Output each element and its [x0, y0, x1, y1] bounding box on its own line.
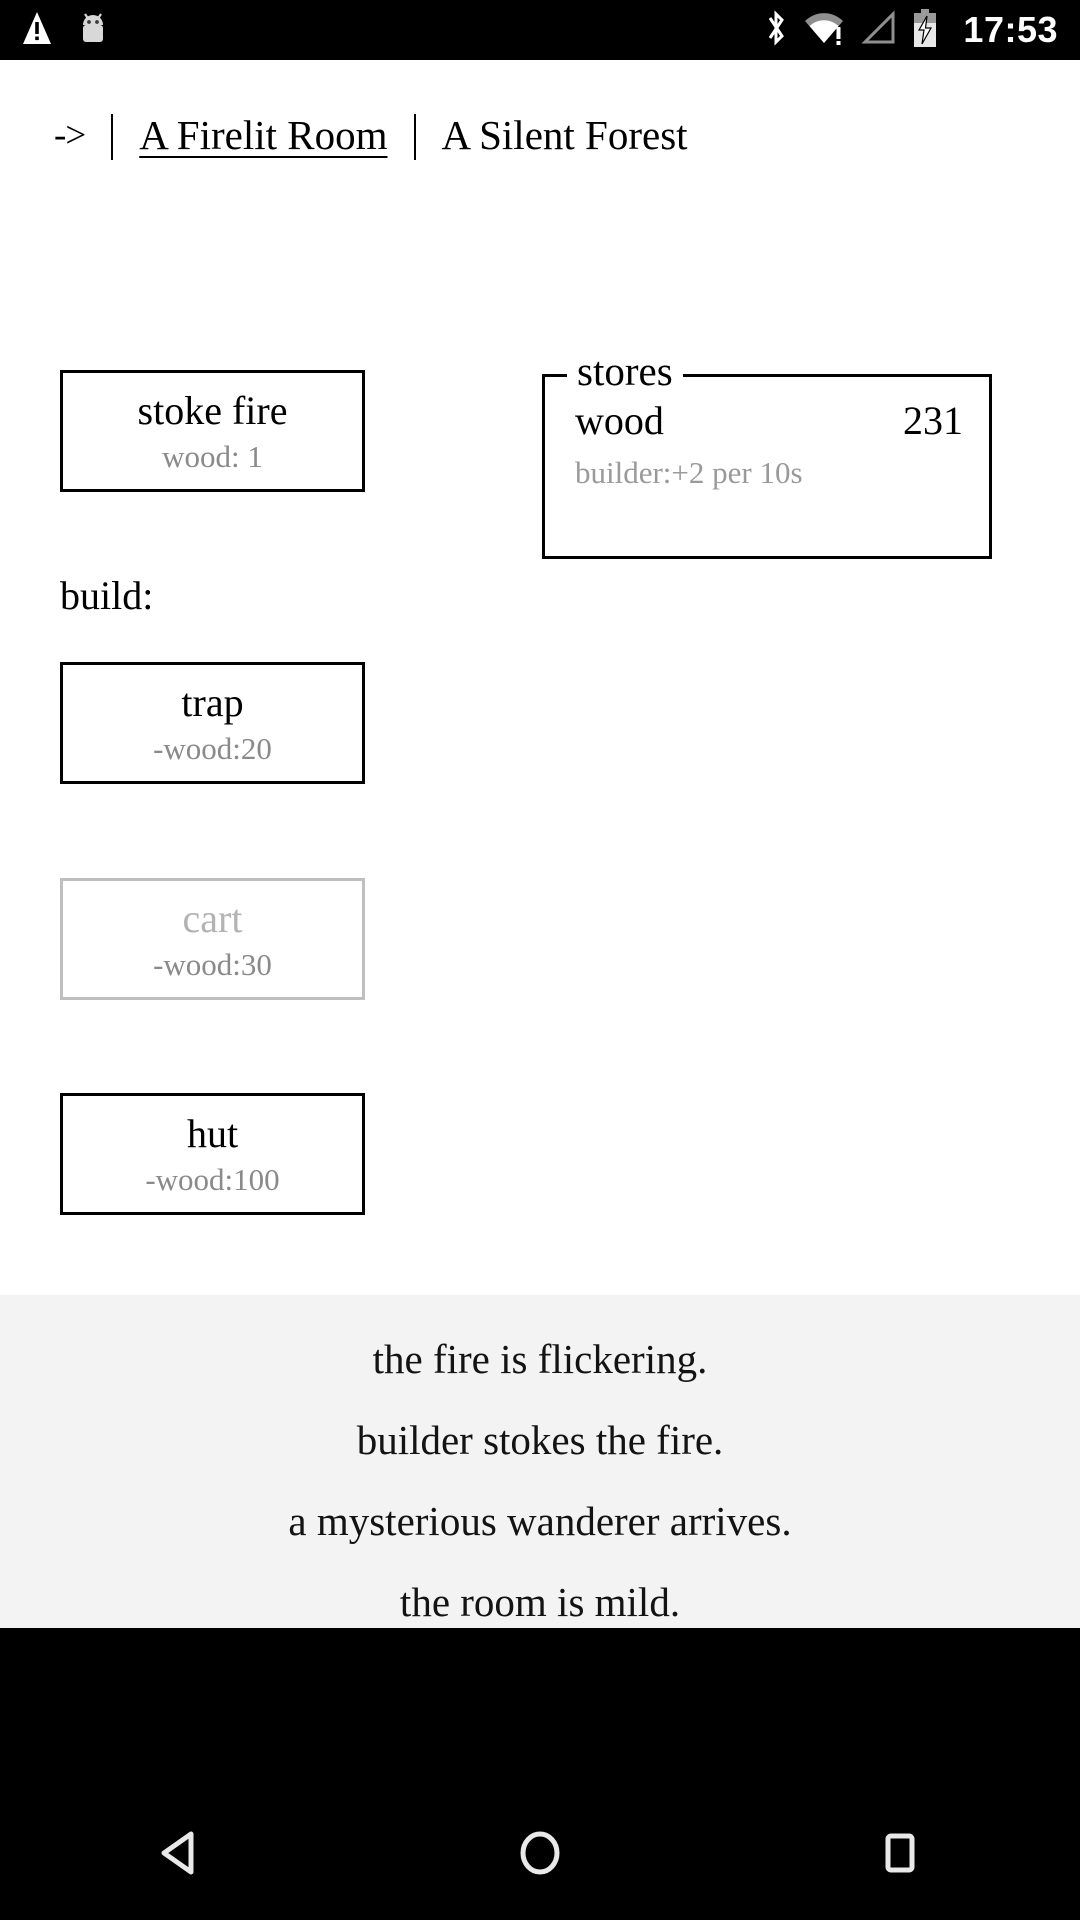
log-line: builder stokes the fire.	[356, 1417, 724, 1463]
build-hut-label: hut	[186, 1111, 239, 1156]
tab-a-firelit-room[interactable]: A Firelit Room	[139, 112, 388, 158]
build-trap-cost: -wood:20	[153, 731, 272, 766]
log-line: the room is mild.	[399, 1579, 681, 1625]
build-cart-label: cart	[182, 896, 243, 941]
back-arrow-indicator: ->	[54, 114, 86, 156]
tab-divider-2	[413, 114, 416, 160]
tab-a-silent-forest[interactable]: A Silent Forest	[441, 112, 688, 158]
tab-divider-1	[111, 114, 114, 160]
status-bar: 17:53	[0, 0, 1080, 60]
build-trap-label: trap	[181, 680, 244, 725]
stores-panel: stores wood 231 builder:+2 per 10s	[542, 346, 992, 559]
recents-button[interactable]	[790, 1790, 1010, 1920]
stores-wood-tooltip: builder:+2 per 10s	[575, 455, 803, 490]
stores-wood-label: wood	[575, 398, 664, 443]
stores-row-wood: wood 231	[575, 397, 963, 444]
log-line: the fire is flickering.	[372, 1336, 708, 1382]
build-cart-cost: -wood:30	[153, 947, 272, 982]
stoke-fire-label: stoke fire	[137, 388, 288, 433]
home-button[interactable]	[430, 1790, 650, 1920]
build-hut-button[interactable]: hut -wood:100	[60, 1093, 365, 1215]
stores-legend: stores	[567, 346, 683, 396]
status-bar-clock: 17:53	[963, 9, 1058, 50]
warning-triangle-icon	[22, 11, 52, 50]
build-trap-button[interactable]: trap -wood:20	[60, 662, 365, 784]
stoke-fire-cost: wood: 1	[162, 439, 263, 474]
back-button[interactable]	[70, 1790, 290, 1920]
status-bar-right-icons: 17:53	[763, 7, 1080, 54]
system-navigation-bar	[0, 1790, 1080, 1920]
build-cart-button[interactable]: cart -wood:30	[60, 878, 365, 1000]
room-panel: stoke fire wood: 1 build: trap -wood:20 …	[0, 190, 1080, 1290]
log-line: a mysterious wanderer arrives.	[288, 1498, 792, 1544]
wifi-alert-icon	[803, 8, 847, 53]
cell-signal-icon	[861, 8, 897, 53]
home-circle-icon	[511, 1824, 569, 1887]
build-section-label: build:	[60, 573, 154, 618]
notification-log: the fire is flickering. builder stokes t…	[0, 1295, 1080, 1628]
location-tab-bar: -> A Firelit Room A Silent Forest	[0, 100, 1080, 170]
battery-charging-icon	[911, 7, 939, 54]
android-robot-icon	[78, 10, 108, 51]
recents-square-icon	[871, 1824, 929, 1887]
bluetooth-icon	[763, 8, 789, 53]
stores-wood-value: 231	[903, 398, 963, 443]
back-triangle-icon	[151, 1824, 209, 1887]
status-bar-left-icons	[0, 10, 108, 51]
build-hut-cost: -wood:100	[145, 1162, 280, 1197]
stoke-fire-button[interactable]: stoke fire wood: 1	[60, 370, 365, 492]
